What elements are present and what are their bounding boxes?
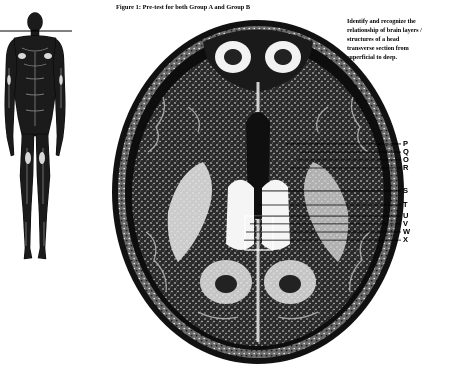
marker-label-s: S: [403, 187, 408, 195]
marker-label-t: T: [403, 201, 408, 209]
marker-label-r: R: [403, 164, 408, 172]
marker-label-x: X: [403, 236, 408, 244]
anatomical-body-figure: [0, 8, 72, 266]
brain-transverse-section: [108, 12, 408, 367]
figure-title: Figure 1: Pre-test for both Group A and …: [116, 4, 346, 12]
